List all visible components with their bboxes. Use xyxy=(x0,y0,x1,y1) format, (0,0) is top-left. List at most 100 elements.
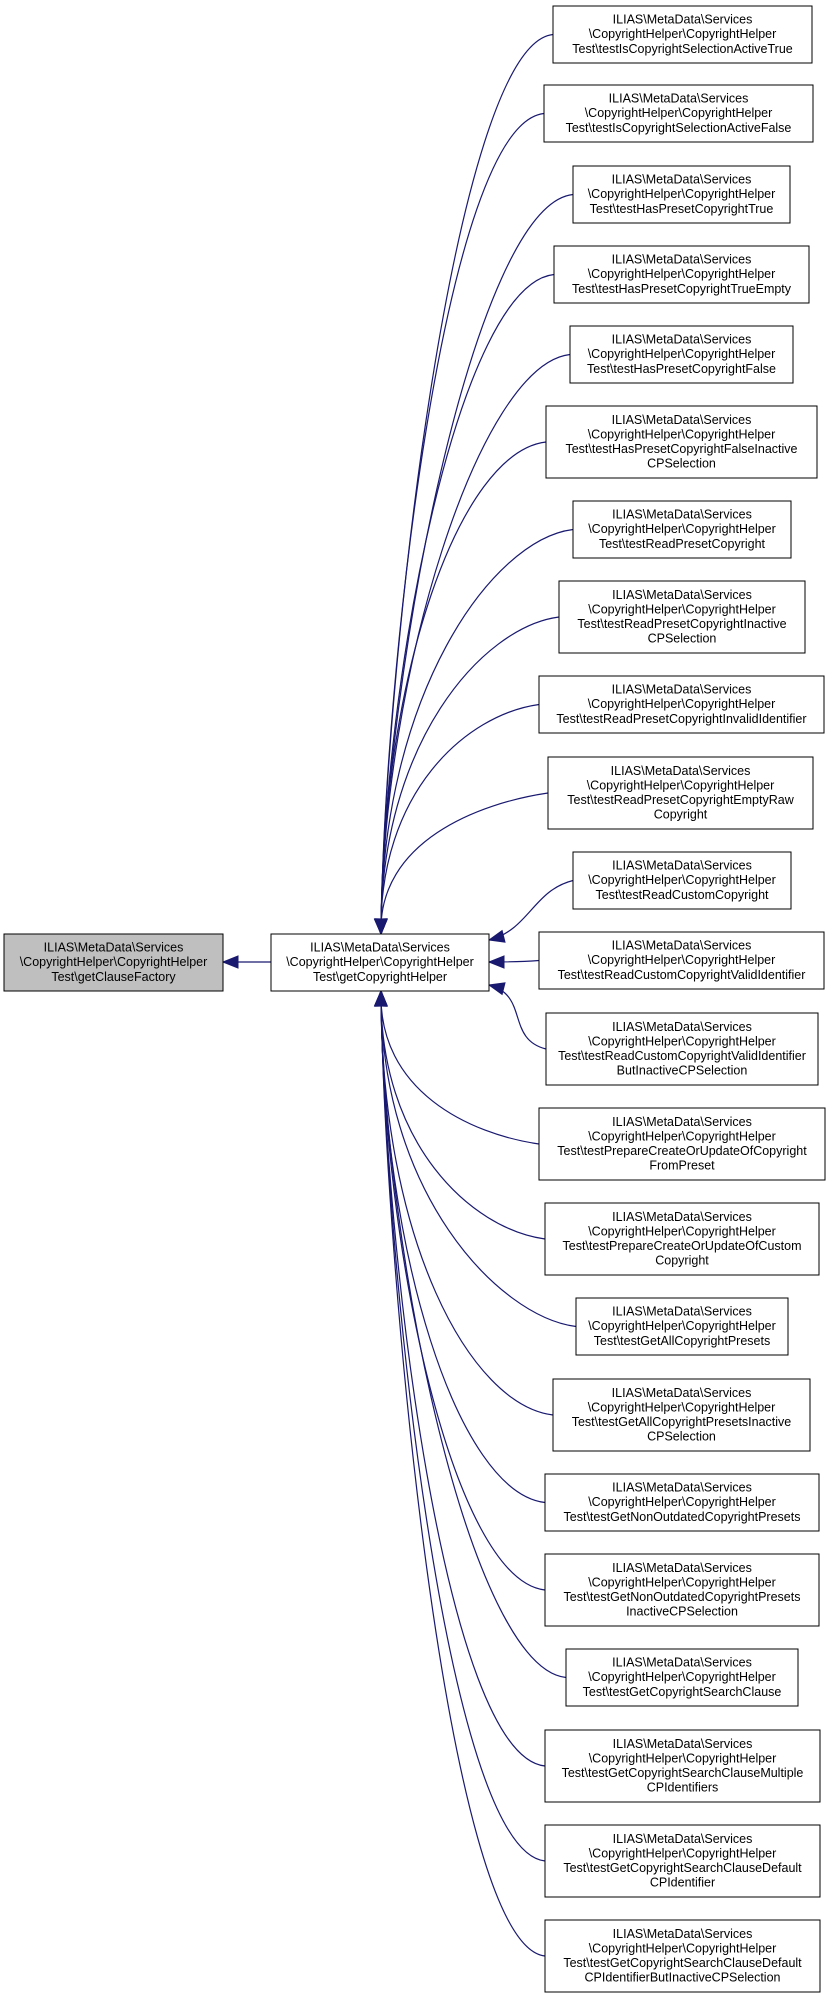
caller-node[interactable]: ILIAS\MetaData\Services\CopyrightHelper\… xyxy=(552,5,813,64)
node-label-line: Test\testGetCopyrightSearchClauseDefault xyxy=(563,1956,802,1970)
node-box xyxy=(552,1378,811,1452)
node-box xyxy=(572,851,792,910)
node-label-line: ILIAS\MetaData\Services xyxy=(612,413,752,427)
node-box xyxy=(558,580,806,654)
caller-node[interactable]: ILIAS\MetaData\Services\CopyrightHelper\… xyxy=(552,1378,811,1452)
nodes: ILIAS\MetaData\Services\CopyrightHelper\… xyxy=(3,5,826,1993)
node-label-line: ILIAS\MetaData\Services xyxy=(612,683,752,697)
node-label-line: \CopyrightHelper\CopyrightHelper xyxy=(588,1400,776,1414)
node-label-line: \CopyrightHelper\CopyrightHelper xyxy=(589,1751,777,1765)
arrow-head xyxy=(487,982,506,996)
caller-node[interactable]: ILIAS\MetaData\Services\CopyrightHelper\… xyxy=(538,675,825,734)
caller-node[interactable]: ILIAS\MetaData\Services\CopyrightHelper\… xyxy=(575,1297,789,1356)
edge-line xyxy=(380,990,567,1679)
root-node-getClauseFactory[interactable]: ILIAS\MetaData\Services\CopyrightHelper\… xyxy=(3,933,224,992)
caller-node[interactable]: ILIAS\MetaData\Services\CopyrightHelper\… xyxy=(547,756,814,830)
edge-line xyxy=(380,990,546,1504)
node-label-line: \CopyrightHelper\CopyrightHelper xyxy=(588,1129,776,1143)
node-label-line: Test\testReadCustomCopyrightValidIdentif… xyxy=(558,968,806,982)
node-label-line: ILIAS\MetaData\Services xyxy=(612,588,752,602)
node-label-line: \CopyrightHelper\CopyrightHelper xyxy=(588,1670,776,1684)
node-label-line: Test\testIsCopyrightSelectionActiveFalse xyxy=(566,121,792,135)
node-box xyxy=(553,245,810,304)
edge-line xyxy=(380,703,540,935)
node-label-line: Test\testHasPresetCopyrightFalse xyxy=(587,362,776,376)
edge-line xyxy=(380,990,546,1767)
caller-node[interactable]: ILIAS\MetaData\Services\CopyrightHelper\… xyxy=(565,1648,799,1707)
node-label-line: \CopyrightHelper\CopyrightHelper xyxy=(589,27,777,41)
edge-caller-to-hub xyxy=(374,616,560,936)
node-label-line: ILIAS\MetaData\Services xyxy=(612,939,752,953)
node-label-line: \CopyrightHelper\CopyrightHelper xyxy=(588,347,776,361)
caller-node[interactable]: ILIAS\MetaData\Services\CopyrightHelper\… xyxy=(544,1824,821,1898)
node-box xyxy=(543,84,814,143)
caller-node[interactable]: ILIAS\MetaData\Services\CopyrightHelper\… xyxy=(544,1553,820,1627)
node-box xyxy=(544,1729,821,1803)
hub-node-getCopyrightHelper[interactable]: ILIAS\MetaData\Services\CopyrightHelper\… xyxy=(270,933,490,992)
node-label-line: CPIdentifiers xyxy=(647,1781,719,1795)
caller-node[interactable]: ILIAS\MetaData\Services\CopyrightHelper\… xyxy=(572,165,791,224)
node-label-line: \CopyrightHelper\CopyrightHelper xyxy=(588,953,776,967)
node-label-line: Test\getClauseFactory xyxy=(51,970,176,984)
node-label-line: ILIAS\MetaData\Services xyxy=(310,941,450,955)
caller-node[interactable]: ILIAS\MetaData\Services\CopyrightHelper\… xyxy=(569,325,794,384)
edge-caller-to-hub xyxy=(487,982,547,1050)
node-label-line: ILIAS\MetaData\Services xyxy=(612,1386,752,1400)
edge-caller-to-hub xyxy=(374,33,554,936)
node-label-line: CPSelection xyxy=(647,1430,716,1444)
caller-node[interactable]: ILIAS\MetaData\Services\CopyrightHelper\… xyxy=(543,84,814,143)
arrow-head xyxy=(487,955,505,969)
caller-node[interactable]: ILIAS\MetaData\Services\CopyrightHelper\… xyxy=(538,1107,826,1181)
node-label-line: \CopyrightHelper\CopyrightHelper xyxy=(588,427,776,441)
node-box xyxy=(545,1012,819,1086)
node-box xyxy=(545,405,818,479)
edge-line xyxy=(488,984,547,1050)
node-box xyxy=(575,1297,789,1356)
edge-line xyxy=(380,273,555,935)
edge-line xyxy=(380,441,547,935)
caller-node[interactable]: ILIAS\MetaData\Services\CopyrightHelper\… xyxy=(538,931,825,990)
node-label-line: \CopyrightHelper\CopyrightHelper xyxy=(588,1319,776,1333)
node-label-line: Test\testGetCopyrightSearchClauseDefault xyxy=(563,1861,802,1875)
edge-line xyxy=(380,990,546,1240)
node-box xyxy=(572,500,792,559)
caller-node[interactable]: ILIAS\MetaData\Services\CopyrightHelper\… xyxy=(544,1202,820,1276)
caller-node[interactable]: ILIAS\MetaData\Services\CopyrightHelper\… xyxy=(545,405,818,479)
edge-line xyxy=(380,193,574,935)
caller-node[interactable]: ILIAS\MetaData\Services\CopyrightHelper\… xyxy=(544,1473,820,1532)
node-box xyxy=(544,1202,820,1276)
node-label-line: ILIAS\MetaData\Services xyxy=(612,1210,752,1224)
caller-node[interactable]: ILIAS\MetaData\Services\CopyrightHelper\… xyxy=(544,1729,821,1803)
arrow-head xyxy=(374,989,388,1007)
node-label-line: Test\testGetCopyrightSearchClauseMultipl… xyxy=(562,1766,804,1780)
node-label-line: \CopyrightHelper\CopyrightHelper xyxy=(588,1034,776,1048)
node-label-line: Test\testReadPresetCopyrightEmptyRaw xyxy=(567,793,794,807)
node-label-line: ILIAS\MetaData\Services xyxy=(612,508,752,522)
caller-node[interactable]: ILIAS\MetaData\Services\CopyrightHelper\… xyxy=(553,245,810,304)
node-label-line: Test\testGetAllCopyrightPresets xyxy=(594,1334,770,1348)
node-label-line: \CopyrightHelper\CopyrightHelper xyxy=(588,187,776,201)
node-label-line: \CopyrightHelper\CopyrightHelper xyxy=(587,778,775,792)
node-label-line: Test\testReadCustomCopyright xyxy=(596,888,770,902)
caller-node[interactable]: ILIAS\MetaData\Services\CopyrightHelper\… xyxy=(572,851,792,910)
caller-node[interactable]: ILIAS\MetaData\Services\CopyrightHelper\… xyxy=(545,1012,819,1086)
caller-node[interactable]: ILIAS\MetaData\Services\CopyrightHelper\… xyxy=(544,1919,821,1993)
node-label-line: Test\testGetNonOutdatedCopyrightPresets xyxy=(564,1510,801,1524)
arrow-head xyxy=(221,955,239,969)
node-label-line: ILIAS\MetaData\Services xyxy=(612,253,752,267)
node-label-line: Test\testGetCopyrightSearchClause xyxy=(583,1685,782,1699)
edge-caller-to-hub xyxy=(374,989,567,1679)
node-label-line: ILIAS\MetaData\Services xyxy=(612,1305,752,1319)
caller-node[interactable]: ILIAS\MetaData\Services\CopyrightHelper\… xyxy=(558,580,806,654)
node-box xyxy=(544,1919,821,1993)
node-box xyxy=(547,756,814,830)
edge-caller-to-hub xyxy=(374,273,555,936)
edge-caller-to-hub xyxy=(487,955,540,969)
node-label-line: FromPreset xyxy=(649,1159,715,1173)
caller-node[interactable]: ILIAS\MetaData\Services\CopyrightHelper\… xyxy=(572,500,792,559)
node-label-line: CPSelection xyxy=(648,632,717,646)
node-label-line: \CopyrightHelper\CopyrightHelper xyxy=(588,1575,776,1589)
arrow-head xyxy=(487,929,506,943)
node-label-line: ILIAS\MetaData\Services xyxy=(613,1832,753,1846)
